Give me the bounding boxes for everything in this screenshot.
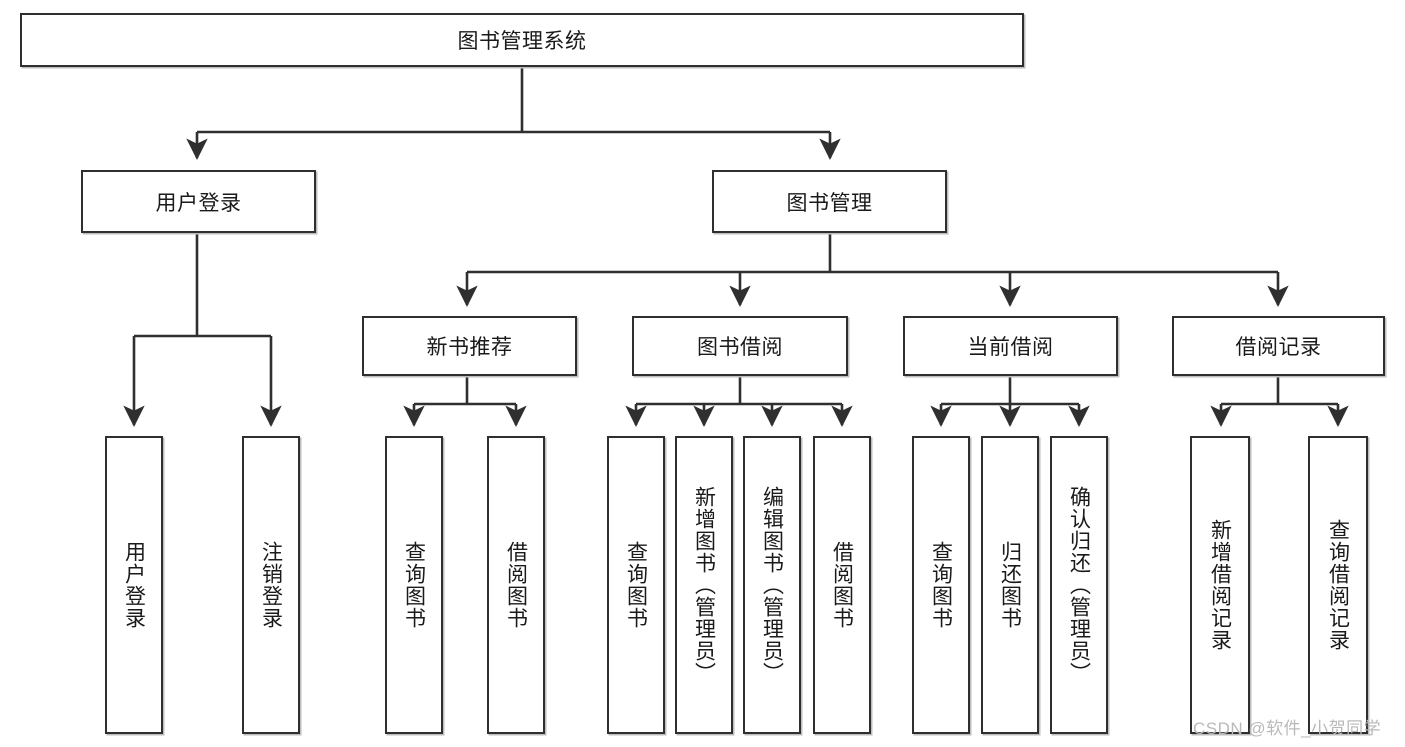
node-book-manage-label: 图书管理: [786, 191, 873, 215]
leaf-book-borrow-0[interactable]: 查询图书: [607, 436, 665, 734]
node-borrow-record[interactable]: 借阅记录: [1172, 316, 1385, 376]
leaf-new-book-rec-1[interactable]: 借阅图书: [487, 436, 545, 734]
node-book-borrow-label: 图书借阅: [697, 336, 783, 359]
leaf-book-borrow-2-label: 编辑图书（管理员）: [760, 486, 784, 684]
node-root[interactable]: 图书管理系统: [20, 13, 1024, 67]
leaf-new-book-rec-0[interactable]: 查询图书: [385, 436, 443, 734]
leaf-book-borrow-1-label: 新增图书（管理员）: [692, 486, 716, 684]
leaf-user-login-1[interactable]: 注销登录: [242, 436, 300, 734]
leaf-current-borrow-1-label: 归还图书: [998, 541, 1022, 629]
node-new-book-rec-label: 新书推荐: [426, 336, 513, 359]
leaf-current-borrow-1[interactable]: 归还图书: [981, 436, 1039, 734]
leaf-borrow-record-1[interactable]: 查询借阅记录: [1308, 436, 1368, 734]
leaf-borrow-record-0[interactable]: 新增借阅记录: [1190, 436, 1250, 734]
node-book-borrow[interactable]: 图书借阅: [632, 316, 848, 376]
leaf-borrow-record-1-label: 查询借阅记录: [1326, 519, 1350, 651]
leaf-book-borrow-1[interactable]: 新增图书（管理员）: [675, 436, 733, 734]
leaf-new-book-rec-0-label: 查询图书: [402, 541, 426, 629]
leaf-book-borrow-3[interactable]: 借阅图书: [813, 436, 871, 734]
leaf-user-login-0[interactable]: 用户登录: [105, 436, 163, 734]
leaf-current-borrow-0[interactable]: 查询图书: [912, 436, 970, 734]
node-user-login-label: 用户登录: [155, 191, 242, 215]
node-root-label: 图书管理系统: [457, 30, 587, 53]
leaf-current-borrow-2-label: 确认归还（管理员）: [1067, 486, 1091, 684]
node-current-borrow[interactable]: 当前借阅: [903, 316, 1118, 376]
leaf-user-login-1-label: 注销登录: [259, 541, 283, 629]
node-current-borrow-label: 当前借阅: [967, 336, 1054, 359]
leaf-book-borrow-0-label: 查询图书: [624, 541, 648, 629]
node-book-manage[interactable]: 图书管理: [712, 170, 947, 233]
node-user-login[interactable]: 用户登录: [81, 170, 316, 233]
leaf-borrow-record-0-label: 新增借阅记录: [1208, 519, 1232, 651]
node-borrow-record-label: 借阅记录: [1235, 336, 1322, 359]
node-new-book-rec[interactable]: 新书推荐: [362, 316, 577, 376]
leaf-book-borrow-2[interactable]: 编辑图书（管理员）: [743, 436, 801, 734]
leaf-new-book-rec-1-label: 借阅图书: [504, 541, 528, 629]
leaf-user-login-0-label: 用户登录: [122, 541, 146, 629]
leaf-current-borrow-0-label: 查询图书: [929, 541, 953, 629]
leaf-book-borrow-3-label: 借阅图书: [830, 541, 854, 629]
leaf-current-borrow-2[interactable]: 确认归还（管理员）: [1050, 436, 1108, 734]
